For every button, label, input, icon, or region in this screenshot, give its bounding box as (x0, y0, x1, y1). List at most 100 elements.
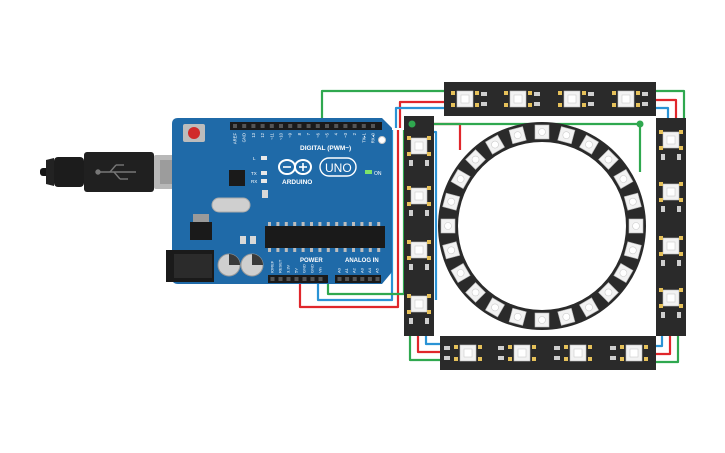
analog-pin-label: A1 (344, 267, 349, 273)
arduino-logo-icon (278, 159, 312, 175)
header-pin[interactable] (279, 124, 283, 128)
wire-green-top-right[interactable] (656, 89, 686, 118)
wire-red-top-strip[interactable] (398, 100, 446, 128)
power-pin[interactable] (278, 277, 283, 281)
wire-red-5v[interactable] (298, 130, 400, 309)
ring-led[interactable] (465, 149, 486, 170)
neopixel-led[interactable] (659, 182, 683, 202)
wire-blue-top-right[interactable] (656, 106, 670, 118)
ring-led[interactable] (598, 149, 619, 170)
neopixel-led[interactable] (407, 186, 431, 206)
neopixel-ring-24[interactable] (438, 122, 646, 330)
power-pin[interactable] (302, 277, 307, 281)
ring-led[interactable] (534, 124, 550, 140)
power-pin[interactable] (294, 277, 299, 281)
power-pin[interactable] (286, 277, 291, 281)
wire-junction (636, 120, 644, 128)
analog-pin[interactable] (367, 277, 372, 281)
neopixel-led[interactable] (659, 288, 683, 308)
ring-led[interactable] (534, 312, 550, 328)
neopixel-strip-bottom[interactable] (440, 336, 656, 370)
ring-led[interactable] (598, 282, 619, 303)
header-pin[interactable] (260, 124, 265, 128)
neopixel-led[interactable] (508, 344, 536, 362)
wire-red-bottom-right[interactable] (656, 336, 672, 356)
ring-led[interactable] (557, 307, 576, 326)
power-pin[interactable] (310, 277, 315, 281)
neopixel-led[interactable] (620, 344, 648, 362)
wire-red-left-bottom[interactable] (416, 336, 444, 354)
neopixel-led[interactable] (558, 90, 586, 108)
digital-pin-label: RX◂0 (371, 132, 376, 143)
neopixel-strip-top[interactable] (444, 82, 656, 116)
ring-led[interactable] (628, 218, 644, 234)
neopixel-led[interactable] (407, 136, 431, 156)
power-pin[interactable] (318, 277, 323, 281)
neopixel-led[interactable] (612, 90, 640, 108)
digital-header[interactable] (230, 122, 382, 130)
power-jack[interactable] (166, 250, 214, 282)
wire-green-bottom-right[interactable] (656, 336, 680, 364)
header-pin[interactable] (315, 124, 320, 128)
ring-led[interactable] (450, 263, 471, 283)
analog-pin[interactable] (360, 277, 365, 281)
ring-led[interactable] (450, 169, 471, 189)
ring-led[interactable] (623, 241, 642, 260)
wire-blue-top-strip[interactable] (394, 106, 446, 128)
digital-pin-label: ~11 (269, 132, 274, 139)
analog-pin[interactable] (352, 277, 357, 281)
neopixel-led[interactable] (451, 90, 479, 108)
ring-led[interactable] (623, 192, 642, 211)
header-pin[interactable] (288, 124, 293, 128)
wire-green-left-bottom[interactable] (408, 336, 444, 362)
neopixel-led[interactable] (407, 294, 431, 314)
digital-pin-label: TX▸1 (361, 132, 366, 142)
ring-led[interactable] (508, 307, 527, 326)
neopixel-led[interactable] (564, 344, 592, 362)
wire-blue-bottom-right[interactable] (656, 336, 664, 348)
header-pin[interactable] (297, 124, 302, 128)
ring-led[interactable] (465, 282, 486, 303)
ring-led[interactable] (579, 297, 599, 318)
header-pin[interactable] (269, 124, 274, 128)
ring-led[interactable] (485, 297, 505, 318)
ring-led[interactable] (613, 263, 634, 283)
wire-green-data[interactable] (320, 89, 446, 128)
header-pin[interactable] (371, 124, 375, 128)
header-pin[interactable] (306, 124, 311, 128)
neopixel-led[interactable] (659, 236, 683, 256)
analog-header[interactable] (335, 275, 381, 283)
header-pin[interactable] (334, 124, 339, 128)
wire-red-top-right[interactable] (656, 98, 678, 118)
ring-led[interactable] (442, 241, 461, 260)
analog-pin[interactable] (375, 277, 380, 281)
ring-led[interactable] (579, 134, 599, 155)
power-pin[interactable] (270, 277, 275, 281)
ring-led[interactable] (485, 134, 505, 155)
header-pin[interactable] (361, 124, 366, 128)
header-pin[interactable] (352, 124, 357, 128)
neopixel-led[interactable] (454, 344, 482, 362)
usb-cable[interactable] (40, 152, 188, 192)
ring-led[interactable] (508, 126, 527, 145)
neopixel-led[interactable] (504, 90, 532, 108)
neopixel-led[interactable] (407, 240, 431, 260)
header-pin[interactable] (325, 124, 329, 128)
neopixel-led[interactable] (659, 130, 683, 150)
ring-led[interactable] (613, 169, 634, 189)
ring-led[interactable] (440, 218, 456, 234)
header-pin[interactable] (343, 124, 348, 128)
analog-pin[interactable] (345, 277, 350, 281)
wire-blue-left-bottom[interactable] (424, 336, 444, 346)
header-pin[interactable] (242, 124, 247, 128)
neopixel-strip-left[interactable] (404, 116, 434, 336)
header-pin[interactable] (233, 124, 237, 128)
header-pin[interactable] (251, 124, 256, 128)
ring-led[interactable] (557, 126, 576, 145)
analog-pin[interactable] (337, 277, 342, 281)
ring-led[interactable] (442, 192, 461, 211)
neopixel-strip-right[interactable] (656, 118, 686, 336)
reset-button[interactable] (183, 124, 205, 142)
